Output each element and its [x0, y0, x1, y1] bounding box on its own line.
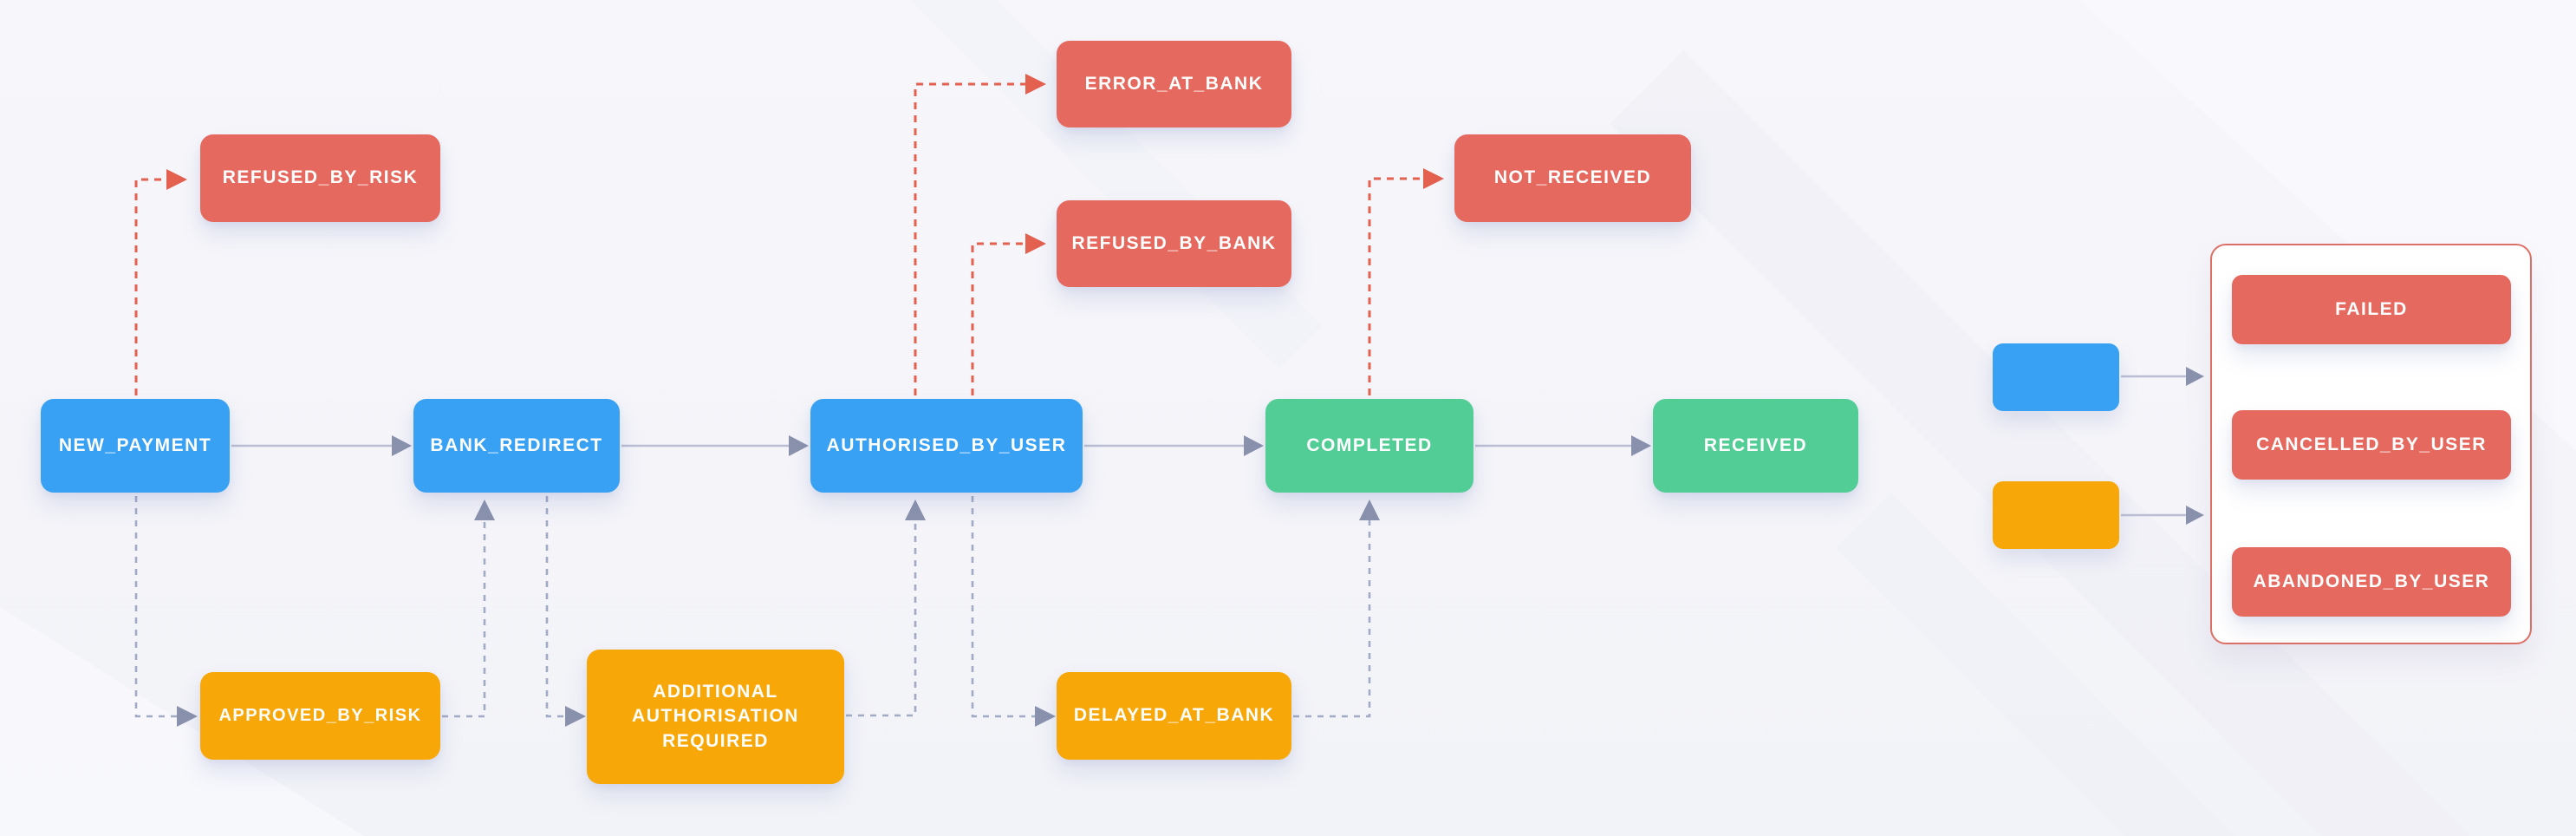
arrowhead-up-icon	[474, 500, 495, 520]
arrowhead-right-icon	[1025, 74, 1046, 95]
edge-bank-redirect-to-authorised-by-user	[621, 435, 809, 456]
edge-authorised-by-user-to-completed	[1084, 435, 1264, 456]
node-cancelled-by-user: CANCELLED_BY_USER	[2232, 410, 2511, 480]
node-completed: COMPLETED	[1265, 399, 1473, 493]
orange-state-swatch	[1993, 481, 2119, 549]
edge-new-payment-to-approved-by-risk	[134, 496, 198, 727]
terminal-states-panel: FAILED CANCELLED_BY_USER ABANDONED_BY_US…	[2210, 244, 2532, 644]
arrowhead-right-icon	[1025, 233, 1046, 254]
edge-authorised-by-user-to-error-at-bank	[914, 74, 1046, 395]
edge-completed-to-not-received	[1368, 168, 1444, 395]
edge-new-payment-to-refused-by-risk	[134, 169, 187, 395]
node-approved-by-risk: APPROVED_BY_RISK	[200, 672, 440, 760]
node-refused-by-risk: REFUSED_BY_RISK	[200, 134, 440, 222]
background-diagonal-band	[1836, 493, 2234, 836]
arrowhead-right-icon	[789, 435, 809, 456]
arrowhead-up-icon	[905, 500, 926, 520]
arrowhead-right-icon	[1631, 435, 1651, 456]
arrowhead-right-icon	[2186, 506, 2204, 525]
node-received: RECEIVED	[1653, 399, 1858, 493]
node-failed: FAILED	[2232, 275, 2511, 344]
edge-delayed-at-bank-to-completed	[1293, 500, 1380, 718]
edge-approved-by-risk-to-bank-redirect	[442, 500, 495, 718]
arrowhead-right-icon	[1244, 435, 1264, 456]
arrowhead-up-icon	[1359, 500, 1380, 520]
node-not-received: NOT_RECEIVED	[1454, 134, 1691, 222]
arrowhead-right-icon	[565, 706, 586, 727]
node-additional-authorisation-required: ADDITIONAL AUTHORISATION REQUIRED	[587, 650, 844, 784]
edge-additional-authorisation-required-to-authorised-by-user	[846, 500, 926, 717]
node-authorised-by-user: AUTHORISED_BY_USER	[810, 399, 1083, 493]
arrowhead-right-icon	[177, 706, 198, 727]
edge-orange-swatch-to-terminal-panel	[2121, 506, 2204, 525]
node-new-payment: NEW_PAYMENT	[41, 399, 230, 493]
arrowhead-right-icon	[1035, 706, 1056, 727]
node-bank-redirect: BANK_REDIRECT	[413, 399, 620, 493]
background-diagonal-band	[1610, 49, 2469, 836]
edge-authorised-by-user-to-refused-by-bank	[971, 233, 1046, 395]
blue-state-swatch	[1993, 343, 2119, 411]
node-refused-by-bank: REFUSED_BY_BANK	[1057, 200, 1291, 287]
node-abandoned-by-user: ABANDONED_BY_USER	[2232, 547, 2511, 617]
arrowhead-right-icon	[166, 169, 187, 190]
arrowhead-right-icon	[2186, 367, 2204, 386]
edge-completed-to-received	[1475, 435, 1651, 456]
arrowhead-right-icon	[1423, 168, 1444, 189]
arrowhead-right-icon	[392, 435, 412, 456]
edge-authorised-by-user-to-delayed-at-bank	[971, 496, 1056, 727]
edge-bank-redirect-to-additional-authorisation-required	[545, 496, 586, 727]
edge-new-payment-to-bank-redirect	[231, 435, 412, 456]
edge-blue-swatch-to-terminal-panel	[2121, 367, 2204, 386]
node-delayed-at-bank: DELAYED_AT_BANK	[1057, 672, 1291, 760]
node-error-at-bank: ERROR_AT_BANK	[1057, 41, 1291, 127]
